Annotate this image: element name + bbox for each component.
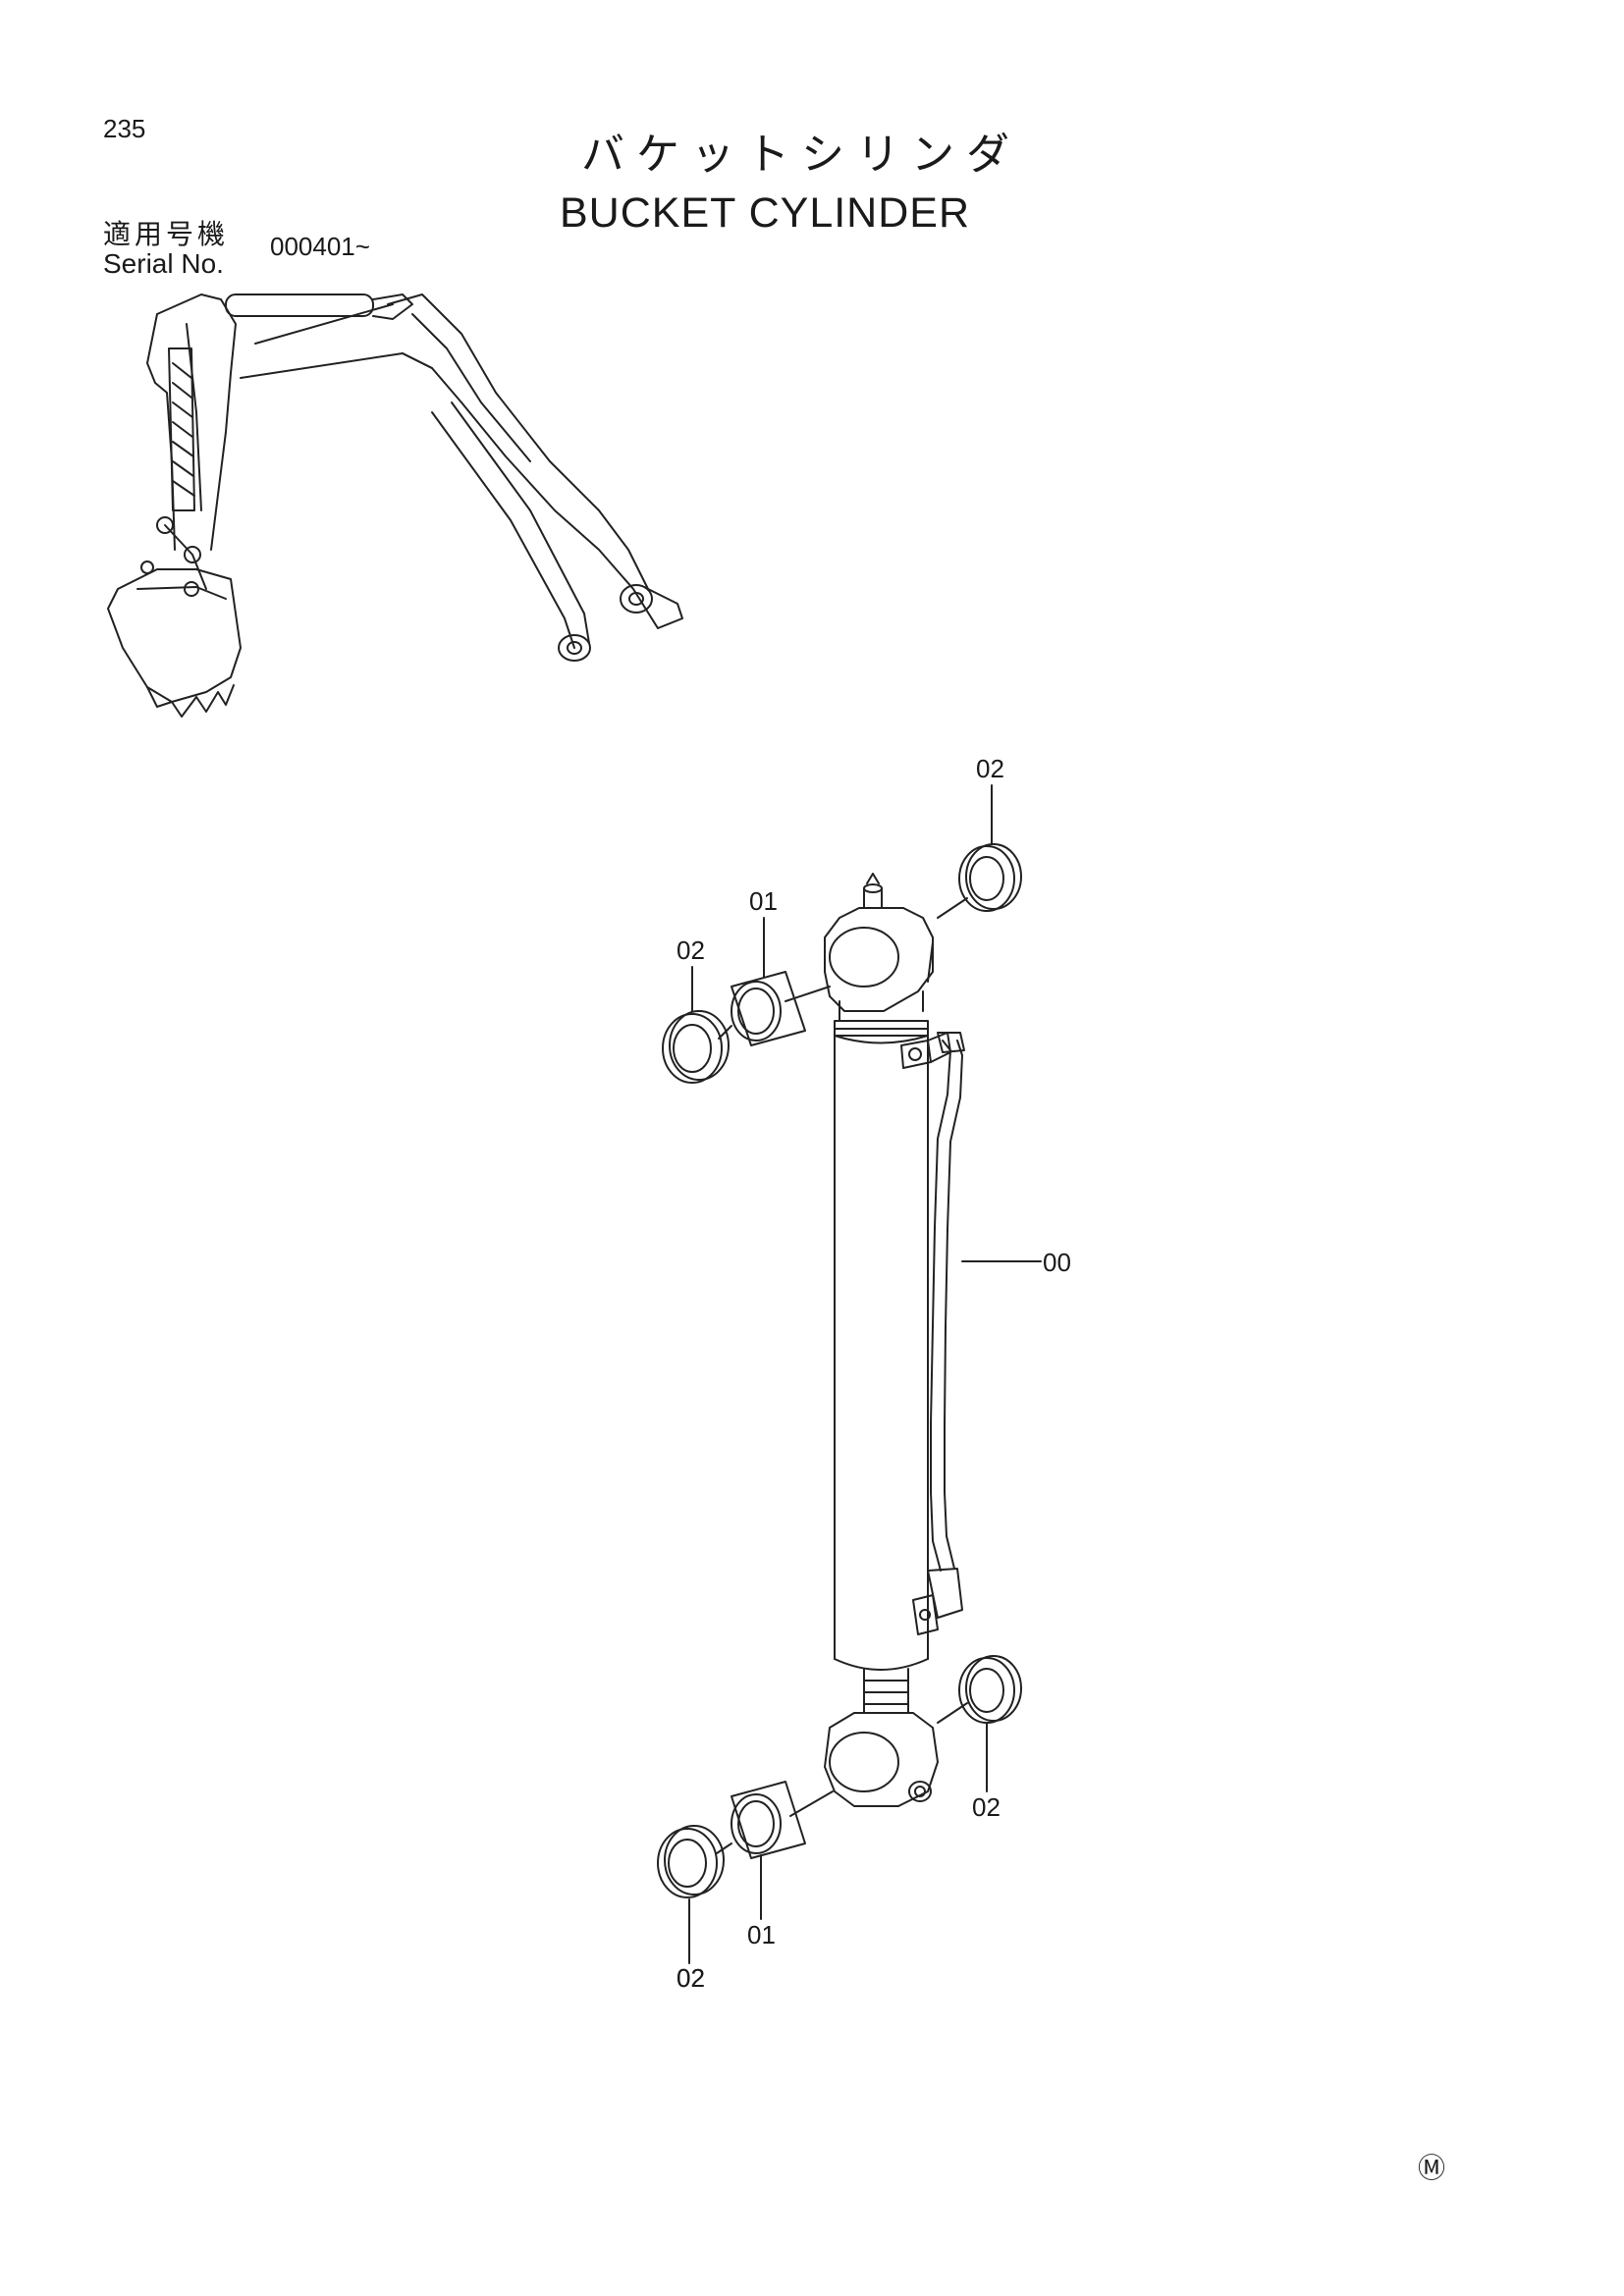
seal-top-left: [663, 1011, 729, 1083]
registered-mark: Ⓜ: [1418, 2153, 1446, 2183]
callout-label: 01: [747, 1920, 776, 1949]
callout-label: 00: [1043, 1248, 1071, 1277]
callout-label: 02: [677, 935, 705, 965]
page-number: 235: [103, 114, 146, 143]
serial-label: Serial No.: [103, 248, 224, 279]
bushing-top: [731, 972, 805, 1045]
seal-bottom-right: [959, 1656, 1021, 1723]
callout-label: 02: [677, 1963, 705, 1993]
bushing-bottom: [731, 1782, 805, 1858]
page-title: BUCKET CYLINDER: [560, 189, 971, 237]
excavator-arm-illustration: [108, 294, 682, 717]
callout-label: 01: [749, 886, 778, 916]
callout-label: 02: [972, 1792, 1001, 1822]
serial-range: 000401~: [270, 232, 370, 261]
seal-bottom-left: [658, 1826, 724, 1897]
seal-top-right: [959, 844, 1021, 911]
callout-label: 02: [677, 1963, 705, 1993]
serial-label-japanese: 適用号機: [103, 218, 230, 250]
callout-label: 02: [976, 754, 1004, 783]
bucket-cylinder-drawing: [658, 844, 1021, 1897]
page-title-japanese: バケットシリンダ: [581, 130, 1021, 180]
